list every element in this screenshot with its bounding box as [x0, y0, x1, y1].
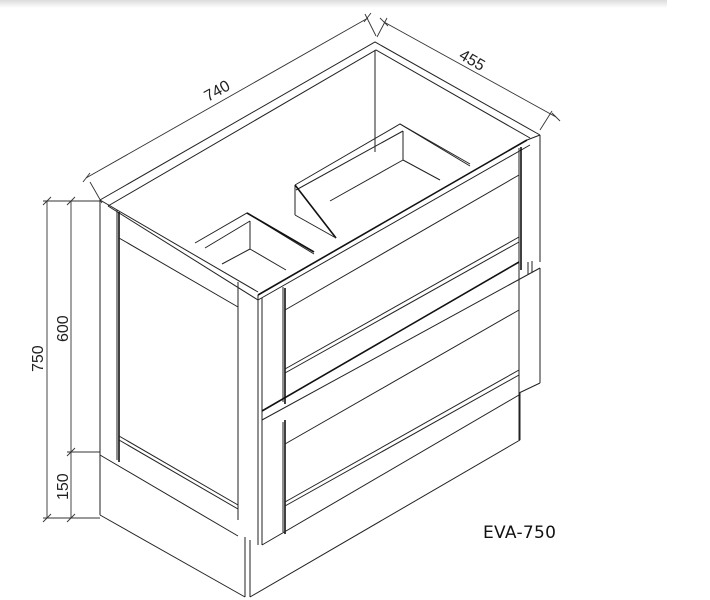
model-label: EVA-750	[483, 523, 557, 543]
kick-height-label: 150	[55, 473, 72, 500]
cabinet-top-frame	[99, 41, 541, 301]
drawer-box-right	[294, 123, 471, 239]
width-label: 740	[202, 77, 234, 105]
top-shadow-bar	[0, 0, 667, 8]
cabinet-height-label: 600	[55, 315, 72, 342]
dimension-heights: 750 600 150	[30, 196, 100, 523]
cabinet-kick-base	[99, 393, 521, 598]
total-height-label: 750	[30, 345, 47, 372]
cabinet-side-panel	[99, 200, 263, 545]
drawer-box-left	[194, 212, 315, 271]
dimension-width: 740	[82, 12, 377, 204]
cabinet-front	[261, 135, 541, 546]
dimension-depth: 455	[376, 17, 561, 131]
